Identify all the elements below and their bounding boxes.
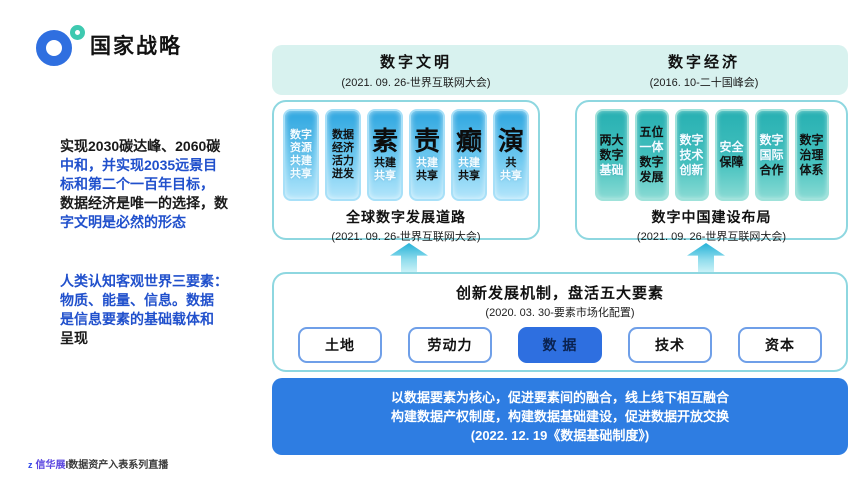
note-line: 字文明是必然的形态: [60, 214, 186, 230]
banner-line: 一体: [639, 140, 664, 154]
path-banner: 数据经济活力迸发: [325, 109, 361, 201]
policy-line: 以数据要素为核心，促进要素间的融合，线上线下相互融合: [390, 390, 729, 405]
footer-series-title: I数据资产入表系列直播: [65, 460, 169, 471]
banner-line: 体系: [799, 162, 824, 177]
note-line: 标和第二个一百年目标，: [60, 176, 214, 192]
banner-line: 共享: [500, 169, 522, 182]
path-banner: 素共建共享: [367, 109, 403, 201]
digital-civilization-title: 数字文明: [379, 53, 452, 71]
banner-line: 资源: [290, 142, 312, 154]
layout-banner: 数字治理体系: [794, 109, 829, 201]
up-arrow-left-icon: [390, 243, 428, 273]
banner-line: 共享: [374, 169, 396, 182]
banner-big-char: 责: [413, 125, 440, 156]
path-banner: 癫共建共享: [451, 109, 487, 201]
factor-box: 劳动力: [408, 327, 492, 363]
up-arrow-right-icon: [687, 243, 725, 273]
layout-banner: 数字国际合作: [754, 109, 789, 201]
data-policy-band: 以数据要素为核心，促进要素间的融合，线上线下相互融合构建数据产权制度，构建数据基…: [272, 378, 848, 455]
digital-china-caption: 数字中国建设布局: [651, 209, 772, 225]
banner-line: 数字: [759, 132, 784, 147]
banner-line: 数字: [799, 132, 824, 147]
digital-economy-title: 数字经济: [667, 53, 740, 71]
banner-line: 保障: [719, 155, 744, 169]
banner-line: 共享: [458, 169, 480, 182]
logo-ring-icon: [36, 30, 72, 66]
top-header-band: 数字文明 (2021. 09. 26-世界互联网大会) 数字经济 (2016. …: [272, 45, 848, 95]
banner-line: 共建: [374, 156, 396, 169]
digital-economy-subtitle: (2016. 10-二十国峰会): [649, 76, 759, 89]
digital-civilization-header: 数字文明 (2021. 09. 26-世界互联网大会): [272, 45, 560, 95]
banner-line: 安全: [719, 140, 744, 154]
banner-big-char: 素: [371, 125, 398, 156]
banner-line: 数据: [332, 129, 354, 141]
note-line: 实现2030碳达峰、2060碳: [60, 138, 221, 154]
banner-line: 共: [505, 156, 517, 169]
banner-line: 国际: [759, 147, 784, 162]
note-three-elements: 人类认知客观世界三要素： 物质、能量、信息。数据是信息要素的基础载体和呈现: [60, 272, 272, 348]
logo-dot-icon: [70, 25, 85, 40]
banner-line: 基础: [599, 162, 624, 177]
layout-banner: 数字技术创新: [674, 109, 709, 201]
banner-line: 创新: [679, 162, 704, 177]
note-line: 中和，并实现2035远景目: [60, 157, 218, 173]
banner-line: 数字: [599, 147, 624, 162]
five-factors-box: 创新发展机制，盘活五大要素 (2020. 03. 30-要素市场化配置) 土地劳…: [272, 272, 848, 372]
note-line: 物质、能量、信息。数据: [60, 292, 214, 308]
banner-line: 经济: [332, 142, 354, 154]
digital-china-caption-sub: (2021. 09. 26-世界互联网大会): [636, 231, 787, 243]
factor-box: 技术: [628, 327, 712, 363]
policy-line: 构建数据产权制度，构建数据基础建设，促进数据开放交换: [390, 409, 729, 424]
banner-line: 迸发: [332, 168, 354, 180]
five-factors-title: 创新发展机制，盘活五大要素: [455, 285, 664, 302]
global-digital-path-banners: 数字资源共建共享数据经济活力迸发素共建共享责共建共享癫共建共享演共共享: [274, 109, 538, 201]
global-digital-path-caption: 全球数字发展道路: [346, 209, 466, 225]
path-banner: 责共建共享: [409, 109, 445, 201]
factor-box: 资本: [738, 327, 822, 363]
banner-line: 数字: [639, 155, 664, 169]
path-banner: 演共共享: [493, 109, 529, 201]
factor-box: 土地: [298, 327, 382, 363]
banner-line: 共享: [290, 168, 312, 180]
banner-line: 两大: [599, 132, 624, 147]
digital-economy-header: 数字经济 (2016. 10-二十国峰会): [560, 45, 848, 95]
banner-line: 合作: [759, 162, 784, 177]
banner-line: 数字: [679, 132, 704, 147]
digital-china-box: 两大数字基础五位一体数字发展数字技术创新安全保障数字国际合作数字治理体系 数字中…: [575, 100, 848, 243]
page-title: 国家战略: [90, 35, 182, 58]
five-factors-subtitle: (2020. 03. 30-要素市场化配置): [485, 307, 635, 319]
banner-line: 共建: [458, 156, 480, 169]
note-line: 数据经济是唯一的选择，数: [60, 195, 228, 211]
banner-line: 技术: [679, 147, 704, 162]
logo: [36, 24, 92, 68]
global-digital-path-box: 数字资源共建共享数据经济活力迸发素共建共享责共建共享癫共建共享演共共享 全球数字…: [272, 100, 540, 243]
layout-banner: 两大数字基础: [594, 109, 629, 201]
note-line: 呈现: [60, 330, 88, 346]
banner-line: 共建: [290, 155, 312, 167]
footer-logo-glyph: z: [28, 460, 33, 470]
footer-brand: 信华展: [35, 460, 66, 471]
banner-line: 五位: [639, 125, 664, 139]
banner-line: 数字: [290, 129, 312, 141]
note-carbon-goals: 实现2030碳达峰、2060碳中和，并实现2035远景目标和第二个一百年目标， 数…: [60, 137, 272, 232]
note-line: 是信息要素的基础载体和: [60, 311, 214, 327]
global-digital-path-caption-sub: (2021. 09. 26-世界互联网大会): [331, 231, 481, 243]
layout-banner: 安全保障: [714, 109, 749, 201]
digital-china-banners: 两大数字基础五位一体数字发展数字技术创新安全保障数字国际合作数字治理体系: [577, 109, 846, 201]
factor-row: 土地劳动力数 据技术资本: [274, 327, 846, 363]
banner-big-char: 癫: [455, 125, 482, 156]
policy-line: (2022. 12. 19《数据基础制度》): [470, 428, 650, 443]
banner-line: 共享: [416, 169, 438, 182]
banner-line: 发展: [639, 170, 664, 184]
banner-line: 活力: [332, 155, 354, 167]
banner-line: 共建: [416, 156, 438, 169]
banner-line: 治理: [799, 147, 824, 162]
digital-civilization-subtitle: (2021. 09. 26-世界互联网大会): [341, 76, 491, 89]
factor-data-highlight: 数 据: [518, 327, 602, 363]
layout-banner: 五位一体数字发展: [634, 109, 669, 201]
banner-big-char: 演: [497, 125, 524, 156]
path-banner: 数字资源共建共享: [283, 109, 319, 201]
note-line: 人类认知客观世界三要素：: [60, 273, 228, 289]
